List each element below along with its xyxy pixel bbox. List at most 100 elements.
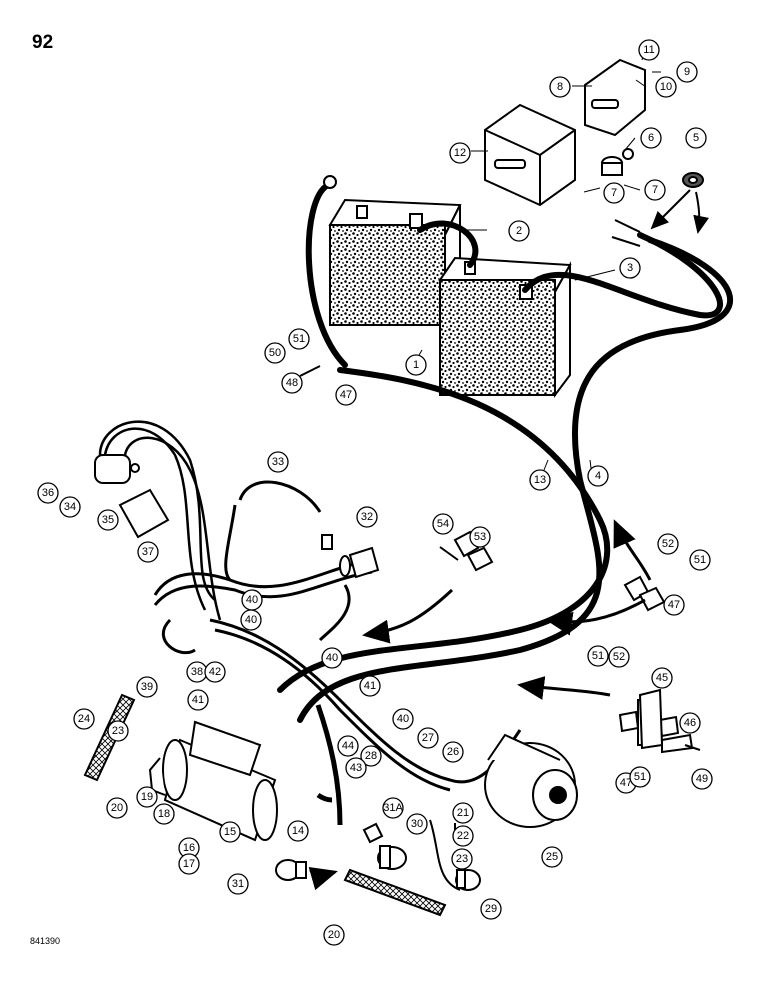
battery-cables — [277, 182, 734, 723]
callout-50: 50 — [264, 342, 286, 364]
callout-label: 34 — [64, 501, 76, 513]
battery-2 — [438, 256, 572, 398]
grommet-5 — [682, 172, 704, 188]
callout-label: 36 — [42, 487, 54, 499]
solenoid-35 — [94, 454, 140, 484]
callout-40: 40 — [241, 589, 263, 611]
callout-8: 8 — [549, 76, 571, 98]
callout-label: 16 — [183, 842, 195, 854]
callout-40: 40 — [321, 647, 343, 669]
callout-label: 40 — [245, 614, 257, 626]
callout-49: 49 — [691, 768, 713, 790]
callout-label: 18 — [158, 808, 170, 820]
drawing-code: 841390 — [30, 936, 61, 946]
callout-label: 38 — [191, 666, 203, 678]
callout-13: 13 — [529, 469, 551, 491]
callout-51: 51 — [587, 645, 609, 667]
callout-37: 37 — [137, 541, 159, 563]
callout-label: 3 — [627, 262, 633, 274]
connector-29 — [339, 546, 380, 579]
callout-label: 37 — [142, 546, 154, 558]
ground-strap-20-left — [83, 693, 136, 782]
callout-label: 54 — [437, 518, 449, 530]
callout-42: 42 — [204, 661, 226, 683]
harness — [153, 480, 522, 792]
callout-label: 4 — [595, 470, 601, 482]
callout-label: 10 — [660, 81, 672, 93]
ground-strap-20-bottom — [343, 868, 447, 917]
callout-51: 51 — [288, 328, 310, 350]
callout-label: 40 — [246, 594, 258, 606]
callout-label: 47 — [620, 777, 632, 789]
callout-46: 46 — [679, 712, 701, 734]
callout-6: 6 — [640, 127, 662, 149]
callout-3: 3 — [619, 257, 641, 279]
callout-9: 9 — [676, 61, 698, 83]
callout-label: 26 — [447, 746, 459, 758]
callout-label: 30 — [411, 818, 423, 830]
callout-label: 41 — [364, 680, 376, 692]
callout-label: 11 — [643, 44, 654, 56]
callout-32: 32 — [356, 506, 378, 528]
callout-label: 45 — [656, 672, 668, 684]
starter-motor-15 — [148, 720, 278, 842]
callout-48: 48 — [281, 372, 303, 394]
page-number: 92 — [32, 32, 54, 53]
callout-label: 7 — [652, 184, 658, 196]
callout-label: 6 — [648, 132, 654, 144]
callout-label: 13 — [534, 474, 546, 486]
callout-label: 24 — [78, 713, 90, 725]
callout-label: 33 — [272, 456, 284, 468]
cover-12 — [484, 103, 576, 207]
callout-label: 15 — [224, 826, 236, 838]
callout-41: 41 — [187, 689, 209, 711]
callout-4: 4 — [587, 465, 609, 487]
callout-label: 50 — [269, 347, 281, 359]
callout-label: 29 — [485, 903, 497, 915]
callout-40: 40 — [240, 609, 262, 631]
callout-5: 5 — [685, 127, 707, 149]
callout-45: 45 — [651, 667, 673, 689]
callout-27: 27 — [417, 727, 439, 749]
callout-31A: 31A — [382, 797, 404, 819]
connector-33 — [321, 534, 333, 550]
plate-38 — [118, 488, 170, 539]
callout-label: 20 — [328, 929, 340, 941]
callout-15: 15 — [219, 821, 241, 843]
callout-label: 52 — [613, 651, 625, 663]
callout-label: 44 — [342, 740, 354, 752]
callout-39: 39 — [136, 676, 158, 698]
callout-35: 35 — [97, 509, 119, 531]
callout-52: 52 — [657, 533, 679, 555]
callout-label: 31A — [383, 802, 403, 814]
callout-label: 20 — [111, 802, 123, 814]
callout-label: 47 — [340, 389, 352, 401]
callout-label: 52 — [662, 538, 674, 550]
callout-label: 25 — [546, 851, 558, 863]
callout-label: 40 — [326, 652, 338, 664]
callout-label: 19 — [141, 791, 153, 803]
clip-32 — [362, 822, 384, 844]
callout-label: 14 — [292, 825, 304, 837]
callout-label: 7 — [611, 187, 617, 199]
callout-14: 14 — [287, 820, 309, 842]
callout-label: 23 — [112, 725, 124, 737]
callout-25: 25 — [541, 846, 563, 868]
callout-26: 26 — [442, 741, 464, 763]
callout-28: 28 — [360, 745, 382, 767]
callout-label: 21 — [457, 807, 469, 819]
callout-2: 2 — [508, 220, 530, 242]
callout-43: 43 — [345, 757, 367, 779]
callout-label: 9 — [684, 66, 690, 78]
callout-16: 16 — [178, 837, 200, 859]
callout-label: 12 — [454, 147, 466, 159]
callout-51: 51 — [689, 549, 711, 571]
callout-12: 12 — [449, 142, 471, 164]
callout-23: 23 — [451, 848, 473, 870]
callout-19: 19 — [136, 786, 158, 808]
callout-label: 35 — [102, 514, 114, 526]
callout-20: 20 — [323, 924, 345, 946]
callout-label: 41 — [192, 694, 204, 706]
sensor-31a — [275, 859, 307, 881]
